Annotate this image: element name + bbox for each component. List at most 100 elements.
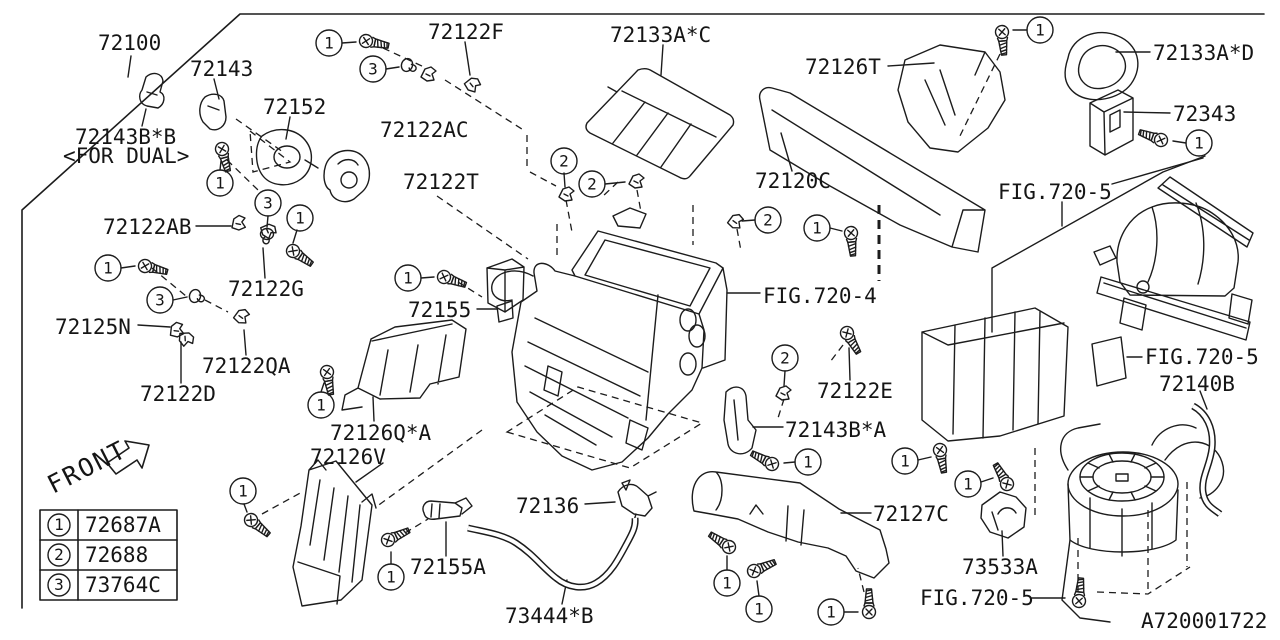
svg-text:1: 1 (722, 574, 732, 593)
callout-3: 3 (146, 286, 174, 314)
part-fig720-5-upper-unit (1093, 176, 1254, 341)
screw-icon (861, 588, 877, 620)
callout-1: 1 (794, 448, 822, 476)
part-72152 (255, 129, 319, 186)
svg-text:1: 1 (324, 34, 334, 53)
svg-text:2: 2 (559, 152, 569, 171)
part-label-72122g: 72122G (228, 277, 304, 301)
svg-text:72687A: 72687A (85, 513, 161, 537)
svg-text:1: 1 (316, 396, 326, 415)
clip-icon (175, 327, 197, 350)
part-label-72127c: 72127C (873, 502, 949, 526)
legend-row-72688: 2 72688 (47, 543, 148, 567)
callout-1: 1 (229, 477, 257, 505)
clip-icon (232, 307, 251, 325)
callout-1: 1 (745, 595, 773, 623)
callout-1: 1 (803, 214, 831, 242)
screw-icon (744, 555, 779, 581)
screw-icon (318, 363, 339, 397)
callout-3: 3 (359, 55, 387, 83)
svg-text:1: 1 (826, 603, 836, 622)
svg-text:2: 2 (763, 211, 773, 230)
part-72343-module (1089, 89, 1134, 156)
front-indicator: FRONT (43, 435, 150, 499)
svg-text:1: 1 (1035, 21, 1045, 40)
callout-1: 1 (954, 470, 982, 498)
part-label-fordual: <FOR DUAL> (63, 144, 189, 168)
clip-icon (166, 319, 187, 340)
part-72143 (199, 93, 227, 131)
callout-3: 3 (254, 189, 282, 217)
part-72133AD-seal (1064, 31, 1139, 101)
part-fig720-4-heater-unit (571, 207, 724, 315)
part-72126QA-duct (341, 319, 467, 411)
callout-1: 1 (1026, 16, 1054, 44)
part-fig720-4-body (491, 262, 728, 471)
svg-text:3: 3 (263, 194, 273, 213)
part-72133AC-evaporator (585, 68, 735, 180)
screw-icon (705, 528, 739, 557)
callout-1: 1 (377, 563, 405, 591)
screw-icon (931, 441, 952, 475)
legend-row-72687A: 1 72687A (47, 513, 161, 537)
svg-text:3: 3 (155, 291, 165, 310)
part-fig720-5-upper-boss (1136, 280, 1150, 294)
part-72126V-duct (292, 459, 377, 607)
svg-text:1: 1 (54, 515, 64, 534)
part-label-72126t: 72126T (805, 55, 881, 79)
svg-text:1: 1 (754, 600, 764, 619)
part-label-72133ad: 72133A*D (1153, 41, 1254, 65)
part-shapes (139, 31, 1254, 623)
svg-text:1: 1 (803, 453, 813, 472)
part-label-fig7205: FIG.720-5 (920, 586, 1034, 610)
screw-icon (283, 241, 317, 271)
callout-1: 1 (315, 29, 343, 57)
part-fig720-4-hole (679, 352, 697, 376)
part-label-72122t: 72122T (403, 170, 479, 194)
part-72140B-hose-core (1191, 404, 1222, 516)
screw-icon (1136, 125, 1171, 150)
part-72126T-bracket (897, 44, 1006, 153)
svg-text:1: 1 (1194, 134, 1204, 153)
clip-icon (420, 66, 437, 82)
clip-icon (726, 212, 745, 230)
svg-text:1: 1 (386, 568, 396, 587)
svg-text:2: 2 (587, 175, 597, 194)
svg-text:3: 3 (368, 60, 378, 79)
part-72122T (323, 149, 371, 203)
part-72120C-duct (758, 86, 986, 253)
part-fig720-4-hatching (524, 317, 649, 446)
front-arrow-icon (106, 440, 150, 475)
screw-icon (989, 460, 1017, 494)
sheet-border (21, 13, 1265, 609)
svg-text:72688: 72688 (85, 543, 148, 567)
part-blower-assembly (1060, 423, 1225, 623)
callout-2: 2 (754, 206, 782, 234)
callout-connectors (120, 29, 1187, 613)
svg-text:1: 1 (812, 219, 822, 238)
part-label-72122e: 72122E (817, 379, 893, 403)
part-73444B-hose-core (467, 517, 638, 590)
clip-icon (461, 73, 483, 95)
svg-text:3: 3 (54, 575, 64, 594)
part-72122T-hub (340, 171, 358, 189)
part-label-fig7205: FIG.720-5 (1145, 345, 1259, 369)
clip-icon (228, 213, 249, 233)
part-label-72120c: 72120C (755, 169, 831, 193)
clip-icon (628, 173, 645, 189)
part-label-72100: 72100 (98, 31, 161, 55)
callout-1: 1 (713, 569, 741, 597)
part-label-72155a: 72155A (410, 555, 486, 579)
part-label-73444b: 73444*B (505, 604, 594, 628)
svg-text:2: 2 (54, 545, 64, 564)
grommet-icon (187, 287, 207, 306)
part-label-72122d: 72122D (140, 382, 216, 406)
svg-text:1: 1 (238, 482, 248, 501)
part-72155A-pipe (422, 497, 473, 520)
part-fig720-5-pad (1091, 336, 1127, 387)
callout-1: 1 (1185, 129, 1213, 157)
screw-icon (241, 510, 274, 541)
